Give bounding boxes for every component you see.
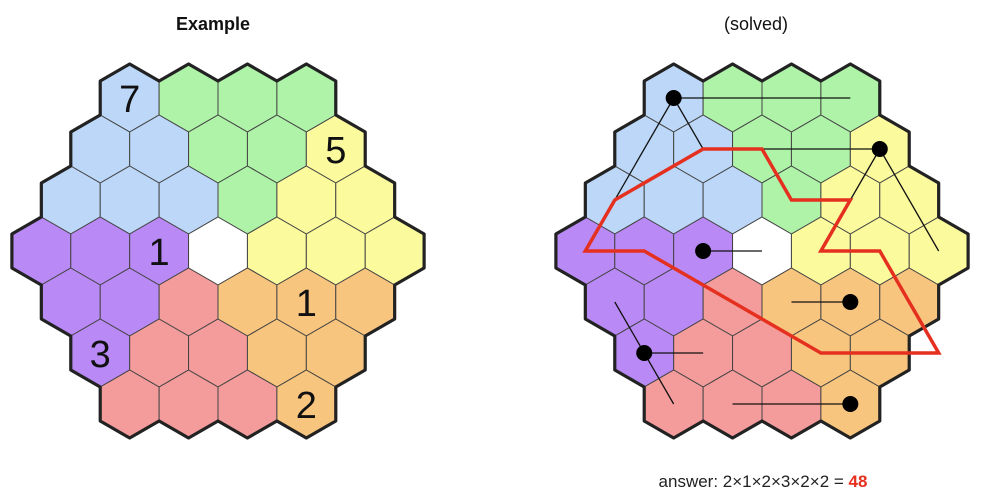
- solved-title: (solved): [723, 14, 789, 34]
- answer-expression: answer: 2×1×2×3×2×2 =: [658, 472, 849, 491]
- solved-board: [554, 62, 970, 440]
- solution-dot: [695, 243, 712, 259]
- example-title: Example: [175, 14, 251, 34]
- sight-line: [849, 148, 881, 201]
- answer-value: 48: [848, 472, 868, 491]
- clue-number: 2: [296, 385, 317, 427]
- solution-dot: [842, 294, 859, 310]
- solution-dot: [665, 90, 682, 106]
- clue-number: 1: [296, 283, 317, 325]
- solution-dot: [636, 345, 653, 361]
- sight-line: [879, 148, 940, 252]
- solution-dot: [842, 396, 859, 412]
- answer-text: answer: 2×1×2×3×2×2 = 48: [500, 472, 986, 492]
- hex-cells: [555, 63, 969, 439]
- clue-number: 1: [149, 232, 170, 274]
- clue-numbers: 7 5 1 1 3 2: [90, 79, 347, 427]
- hex-cells: [11, 63, 425, 439]
- solution-dots: [636, 90, 888, 412]
- clue-number: 5: [325, 130, 346, 172]
- board-outline: [10, 62, 426, 440]
- solution-loop: [582, 147, 942, 355]
- board-outline: [554, 62, 970, 440]
- solution-dot: [871, 141, 888, 157]
- clue-number: 3: [90, 334, 111, 376]
- clue-number: 7: [119, 79, 140, 121]
- sight-line: [673, 97, 704, 150]
- example-board: 7 5 1 1 3 2: [10, 62, 426, 440]
- sight-line: [643, 352, 675, 405]
- sight-line: [614, 301, 645, 354]
